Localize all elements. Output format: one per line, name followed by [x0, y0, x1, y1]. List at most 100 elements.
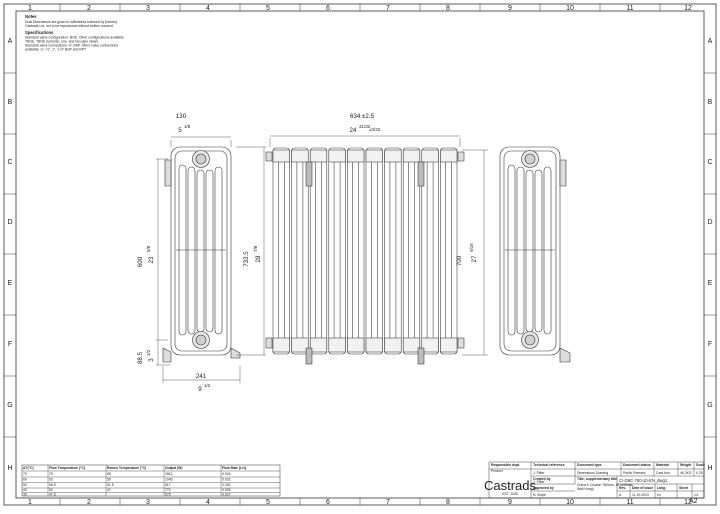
section-bottom-hub [402, 337, 421, 353]
col-label: 3 [146, 499, 150, 506]
row-label: G [7, 402, 12, 409]
spec-line: Standard valve configuration: BOE. Other… [25, 36, 125, 40]
table-cell: 770 [165, 488, 171, 492]
end-plug [265, 337, 273, 349]
date-label: Date of issue [632, 486, 653, 490]
side-view-right [499, 146, 571, 363]
dimension-lines [156, 135, 488, 383]
table-cell: 1812 [165, 472, 173, 476]
scale-label: Scale [696, 463, 705, 467]
table-cell: 575 [165, 493, 171, 497]
side-width-frac: 1/8 [184, 124, 191, 129]
table-cell: 52 [49, 488, 53, 492]
section-bottom-hub [309, 337, 328, 353]
overall-height-frac: 7/8 [253, 245, 258, 252]
rev-label: Rev. [619, 486, 626, 490]
col-label: 6 [326, 499, 330, 506]
col-label: 11 [626, 5, 633, 12]
table-cell: 0.027 [222, 493, 231, 497]
wall-stay [305, 161, 313, 187]
bottom-frac: 1/2 [146, 349, 151, 356]
table-cell: 75 [49, 472, 53, 476]
table-header: Output (W) [165, 466, 183, 470]
overall-height-mm: 733.5 [243, 251, 250, 267]
paper-size: A2 [689, 498, 698, 505]
table-cell: 70 [23, 472, 27, 476]
col-label: 7 [386, 499, 390, 506]
notes-line: Castrads Ltd. not to be reproduced witho… [25, 24, 113, 28]
section-top-hub [291, 149, 309, 163]
col-label: 1 [28, 499, 32, 506]
notes-title: Notes [25, 14, 37, 19]
row-label: E [8, 280, 13, 287]
section-top-hub [347, 149, 365, 163]
created-by-label: Created by [533, 477, 551, 481]
table-cell: 817 [165, 483, 171, 487]
section-bottom-hub [328, 337, 346, 353]
table-cell: 65 [49, 478, 53, 482]
approved-by: N. Boyle [533, 493, 546, 497]
title-block-text: Responsible dept. Product Castrads EST. … [484, 463, 705, 505]
overall-height-in: 28 [255, 255, 262, 262]
row-label: F [8, 341, 12, 348]
section-top-hub [309, 149, 328, 163]
table-header: ΔT(°C) [23, 466, 34, 470]
side-view-left [162, 146, 241, 363]
table-cell: 58.5 [49, 483, 56, 487]
section-bottom-hub [421, 337, 439, 353]
section-bottom-hub [440, 337, 458, 353]
created-by: J. Pitter [533, 480, 545, 484]
spec-line: TBOE, TBOE hydronic, one- and two-pipe s… [25, 40, 99, 44]
end-plug [457, 337, 465, 349]
col-label: 10 [566, 499, 574, 506]
total-length-frac: 31/32 [359, 124, 371, 129]
document-type-label: Document type [577, 463, 602, 467]
col-label: 5 [266, 5, 270, 12]
section [384, 147, 402, 355]
section-top-hub [272, 149, 290, 163]
col-label: 8 [446, 499, 450, 506]
row-label: D [7, 219, 12, 226]
table-cell: 1045 [165, 478, 173, 482]
grid-column-labels-bottom: 1 2 3 4 5 6 7 8 9 10 11 12 [28, 499, 692, 506]
col-label: 8 [446, 5, 450, 12]
table-cell: 40 [23, 488, 27, 492]
row-label: D [707, 219, 712, 226]
col-label: 4 [206, 5, 210, 12]
section [365, 147, 383, 355]
table-cell: 47.5 [49, 493, 56, 497]
row-label: B [8, 99, 13, 106]
doc-status: Public Release [623, 471, 646, 475]
base-width-in: 9 [198, 386, 202, 393]
total-length-mm: 634 ±2.5 [350, 113, 375, 120]
title-label: Title, supplementary title [577, 477, 617, 481]
table-cell: 60 [23, 478, 27, 482]
table-header: Return Temperature (°C) [107, 466, 146, 470]
center-height-mm: 600 [137, 256, 144, 267]
col-label: 1 [28, 5, 32, 12]
table-cell: 0.031 [222, 478, 231, 482]
col-label: 9 [508, 499, 512, 506]
section-top-hub [421, 149, 439, 163]
front-height-mm: 700 [456, 255, 463, 266]
weight: 46.2KG [680, 471, 692, 475]
col-label: 10 [566, 5, 574, 12]
responsible-dept-label: Responsible dept. [491, 463, 520, 467]
section [347, 147, 365, 355]
date: 11.10.2023 [632, 493, 649, 497]
row-label: C [707, 159, 712, 166]
section-bottom-hub [384, 337, 402, 353]
base-width-frac: 1/2 [204, 383, 211, 388]
col-label: 12 [684, 5, 692, 12]
section [309, 147, 328, 355]
col-label: 12 [684, 499, 692, 506]
spec-line: Standard valve connections: ½" BSP. Othe… [25, 44, 118, 48]
spec-line: available: ¾", ½", 1", 1-½" BSP and NPT [25, 48, 86, 52]
table-cell: 65 [107, 472, 111, 476]
lang: en [657, 493, 661, 497]
col-label: 3 [146, 5, 150, 12]
col-label: 6 [326, 5, 330, 12]
section-top-hub [402, 149, 421, 163]
col-label: 2 [87, 5, 91, 12]
castrads-logo: Castrads [484, 478, 537, 493]
